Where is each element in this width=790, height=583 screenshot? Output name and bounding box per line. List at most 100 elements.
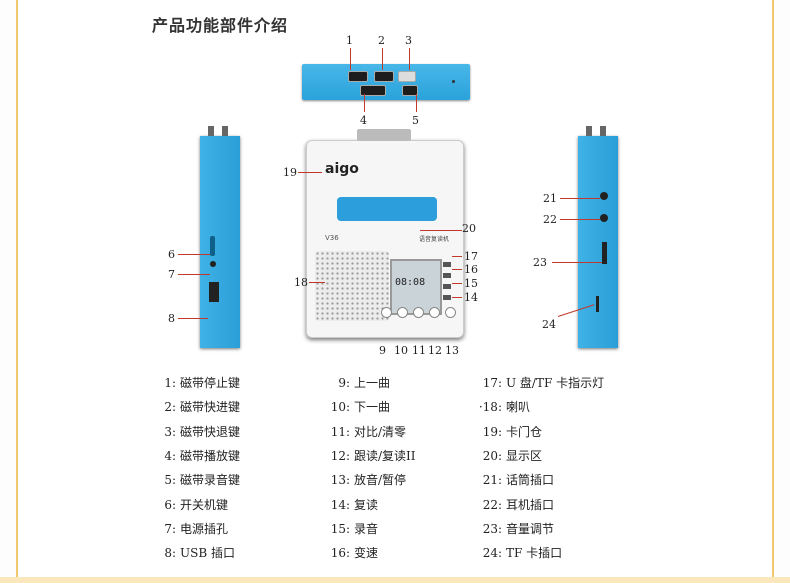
legend-number: 8:: [164, 546, 176, 561]
callout-12: 12: [428, 344, 442, 357]
top-knob: [222, 126, 228, 136]
legend-number: 11:: [330, 424, 350, 439]
legend-item: 5: 磁带录音键: [150, 471, 240, 488]
legend-text: 磁带录音键: [180, 473, 241, 488]
leader-line: [420, 230, 462, 231]
legend-item: ·18: 喇叭: [476, 398, 530, 415]
cassette-door: [337, 197, 437, 221]
tape-record-key: [402, 85, 418, 96]
legend-number: 3:: [164, 424, 176, 439]
legend-item: 22: 耳机插口: [476, 496, 554, 513]
legend-item: 17: U 盘/TF 卡指示灯: [476, 374, 604, 391]
legend-item: 15:录音: [324, 520, 378, 537]
legend-item: 14: 复读: [324, 496, 378, 513]
top-keys: [357, 129, 411, 141]
callout-3: 3: [405, 34, 412, 47]
legend-item: 13:放音/暂停: [324, 471, 406, 488]
legend-item: 20:显示区: [476, 447, 542, 464]
play-pause-button: [445, 307, 456, 318]
legend-item: 11:对比/清零: [324, 423, 406, 440]
side-keys: [443, 259, 453, 309]
callout-6: 6: [168, 248, 175, 261]
leader-line: [452, 297, 462, 298]
leader-line: [452, 256, 462, 257]
legend-number: 17:: [482, 376, 502, 390]
legend-text: 喇叭: [506, 400, 531, 415]
callout-22: 22: [543, 213, 557, 226]
callout-19: 19: [283, 166, 297, 179]
legend-text: 话筒插口: [506, 473, 555, 488]
legend-text: TF 卡插口: [506, 546, 563, 561]
device-top-view: [302, 64, 470, 100]
device-name: 语音复读机: [419, 236, 450, 243]
legend-item: 6:开关机键: [150, 496, 228, 513]
callout-4: 4: [360, 114, 367, 127]
legend-number: 20:: [482, 448, 502, 463]
legend-text: 磁带播放键: [180, 448, 241, 463]
legend-item: 8: USB 插口: [150, 544, 235, 561]
legend-text: U 盘/TF 卡指示灯: [506, 376, 605, 390]
legend-text: 磁带停止键: [180, 376, 241, 390]
callout-23: 23: [533, 256, 547, 269]
leader-line: [452, 269, 462, 270]
legend-number: 4:: [164, 448, 176, 463]
model-label: V36: [325, 234, 339, 242]
legend-number: 5:: [164, 473, 176, 488]
top-knob: [586, 126, 592, 136]
legend-number: 24:: [482, 546, 502, 561]
callout-15: 15: [464, 277, 478, 290]
legend-number: 12:: [330, 448, 350, 463]
legend-text: 耳机插口: [506, 497, 555, 512]
power-jack: [210, 261, 216, 267]
legend-text: 下一曲: [354, 400, 391, 415]
callout-16: 16: [464, 263, 478, 276]
legend-number: 22:: [482, 497, 502, 512]
legend-number: 10:: [330, 400, 350, 415]
next-button: [397, 307, 408, 318]
legend-item: 21: 话筒插口: [476, 471, 554, 488]
leader-line: [178, 274, 210, 275]
legend-text: USB 插口: [180, 546, 235, 561]
legend-number: 1:: [164, 376, 176, 390]
indicator-dot: [452, 80, 455, 83]
legend-item: 4: 磁带播放键: [150, 447, 240, 464]
legend-item: 7:电源插孔: [150, 520, 228, 537]
left-frame: [0, 0, 18, 583]
leader-line: [178, 318, 208, 319]
legend-text: 音量调节: [506, 521, 555, 536]
legend-item: 23: 音量调节: [476, 520, 554, 537]
tape-stop-key: [348, 71, 368, 82]
legend-item: 19:卡门仓: [476, 423, 542, 440]
legend-text: 复读: [354, 497, 379, 512]
leader-line: [298, 172, 322, 173]
leader-line: [309, 282, 325, 283]
tape-fast-forward-key: [374, 71, 394, 82]
callout-11: 11: [412, 344, 426, 357]
callout-1: 1: [346, 34, 353, 47]
legend-item: 1: 磁带停止键: [150, 374, 240, 391]
legend-number: 2:: [164, 400, 176, 415]
tf-card-slot: [596, 296, 599, 312]
legend-number: 6:: [164, 497, 176, 512]
callout-8: 8: [168, 312, 175, 325]
leader-line: [560, 219, 600, 220]
legend-number: 13:: [330, 473, 350, 488]
leader-line: [382, 48, 383, 70]
display-screen: 08:08: [390, 259, 442, 315]
usb-port: [209, 282, 219, 302]
leader-line: [560, 198, 600, 199]
volume-wheel: [602, 242, 607, 264]
legend-number: 14:: [330, 497, 350, 512]
legend-number: ·18:: [478, 400, 502, 415]
callout-5: 5: [412, 114, 419, 127]
tape-rewind-key: [398, 71, 416, 82]
legend-text: 跟读/复读II: [354, 448, 416, 463]
callout-17: 17: [464, 250, 478, 263]
callout-9: 9: [379, 344, 386, 357]
legend-number: 23:: [482, 521, 502, 536]
page-title: 产品功能部件介绍: [152, 16, 289, 35]
legend-text: 录音: [354, 521, 379, 536]
legend-number: 21:: [482, 473, 502, 488]
headphone-jack: [600, 214, 608, 222]
legend-text: 变速: [354, 546, 379, 561]
